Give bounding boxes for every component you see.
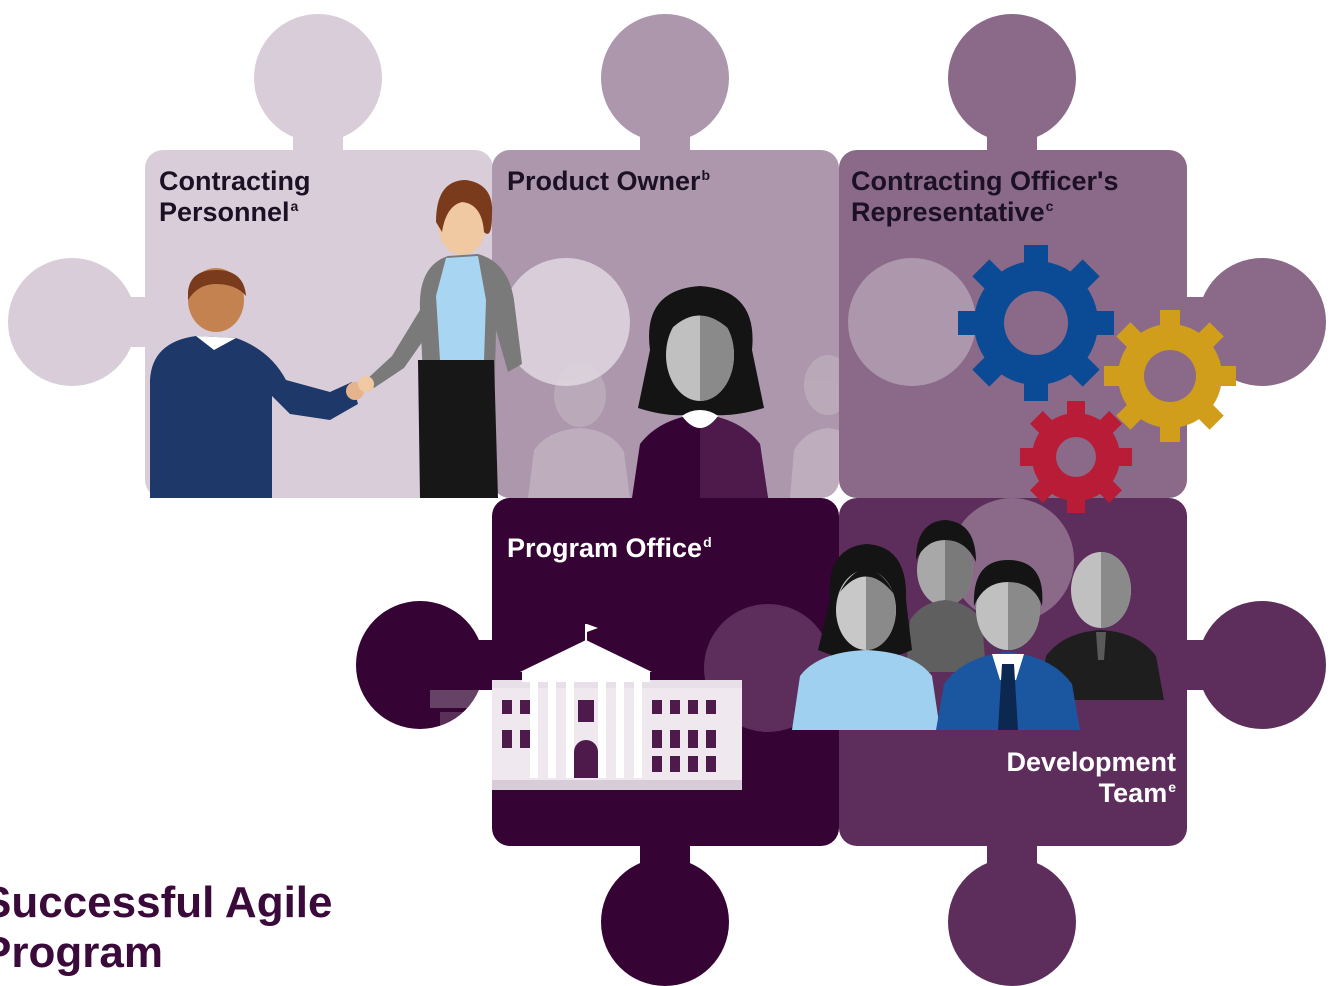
woman-avatar-icon — [528, 286, 839, 498]
label-line: Personnela — [159, 197, 311, 228]
footnote-marker: b — [701, 167, 711, 183]
title-line: Successful Agile — [0, 878, 333, 927]
label-line: Contracting Officer's — [851, 166, 1119, 196]
team-icon — [792, 520, 1164, 730]
label-line: Program Officed — [507, 533, 712, 564]
footnote-marker: a — [290, 198, 299, 214]
knob-product-into-cor — [848, 258, 976, 386]
label-cor: Contracting Officer's Representativec — [851, 166, 1118, 228]
label-text: Program Office — [507, 533, 703, 563]
footnote-marker: c — [1045, 198, 1054, 214]
government-building-icon — [430, 624, 742, 790]
footnote-marker: e — [1168, 779, 1176, 795]
label-development-team: Development Teame — [1006, 747, 1176, 809]
gears-icon — [958, 245, 1236, 513]
label-text: Representative — [851, 197, 1045, 227]
label-line: Product Ownerb — [507, 166, 710, 197]
label-line: Contracting — [159, 166, 311, 196]
label-text: Team — [1098, 778, 1168, 808]
label-product-owner: Product Ownerb — [507, 166, 710, 197]
label-text: Personnel — [159, 197, 290, 227]
title-line: Program — [0, 928, 163, 977]
label-text: Product Owner — [507, 166, 701, 196]
label-line: Teame — [1006, 778, 1176, 809]
handshake-icon — [150, 180, 522, 498]
footnote-marker: d — [703, 534, 712, 550]
knob-contracting-into-product — [502, 258, 630, 386]
page-title: Successful Agile Program — [0, 878, 333, 978]
label-program-office: Program Officed — [507, 533, 712, 564]
label-line: Representativec — [851, 197, 1118, 228]
label-line: Development — [1006, 747, 1176, 777]
label-contracting-personnel: Contracting Personnela — [159, 166, 311, 228]
